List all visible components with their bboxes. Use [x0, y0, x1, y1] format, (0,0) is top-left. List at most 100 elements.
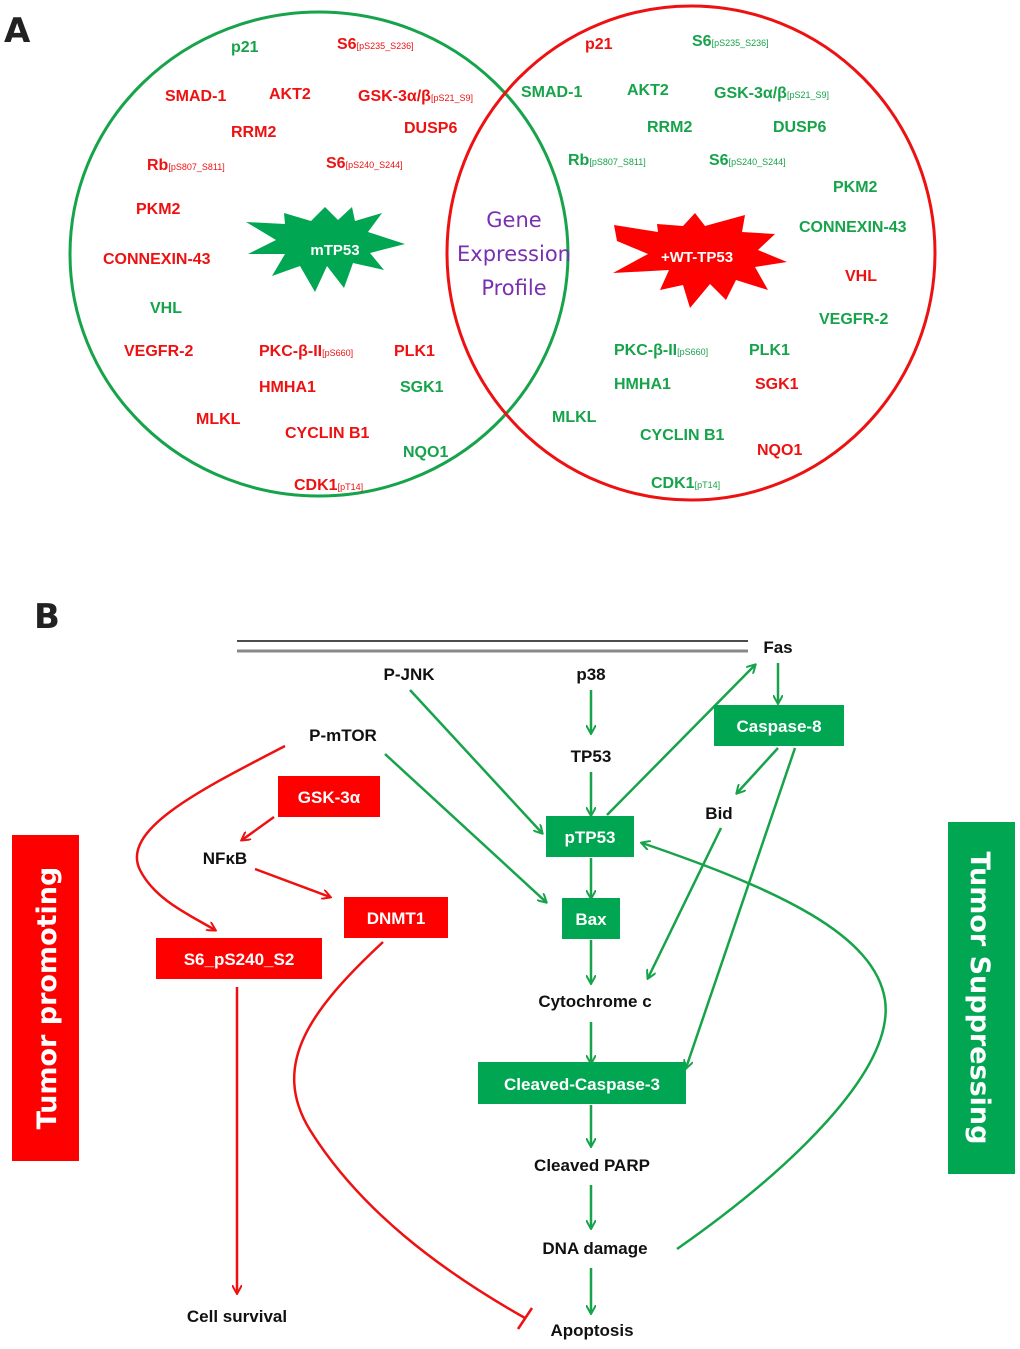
gene-name: PKM2 — [833, 179, 878, 196]
node-tp53: TP53 — [571, 747, 612, 766]
gene-name: PLK1 — [749, 342, 790, 359]
left-gene-label: S6[pS240_S244] — [326, 155, 403, 172]
gene-name: DUSP6 — [404, 120, 457, 137]
gene-name: AKT2 — [627, 82, 669, 99]
node-cleaved-caspase3-box — [478, 1062, 686, 1104]
node-cleaved-parp: Cleaved PARP — [534, 1156, 650, 1175]
node-bax-box — [562, 898, 620, 939]
right-gene-label: PLK1 — [749, 342, 790, 359]
left-gene-list: p21 S6[pS235_S236] SMAD-1 AKT2 GSK-3α/β[pS21… — [103, 36, 473, 494]
edge-nfkb-dnmt1 — [254, 867, 330, 897]
right-gene-label: VEGFR-2 — [819, 311, 888, 328]
edge-caspase8-bid — [737, 747, 779, 793]
right-gene-label: DUSP6 — [773, 119, 826, 136]
gene-phospho-site: [pS235_S236] — [357, 41, 414, 51]
gene-name: HMHA1 — [259, 379, 316, 396]
node-p-mtor: P-mTOR — [309, 726, 377, 745]
gene-name: HMHA1 — [614, 376, 671, 393]
left-gene-label: S6[pS235_S236] — [337, 36, 414, 53]
left-gene-label: p21 — [231, 39, 259, 56]
node-apoptosis: Apoptosis — [550, 1321, 633, 1340]
right-gene-label: S6[pS240_S244] — [709, 152, 786, 169]
right-gene-label: HMHA1 — [614, 376, 671, 393]
gene-name: PLK1 — [394, 343, 435, 360]
pathway-nodes: Fas P-JNK p38 P-mTOR TP53 Caspase-8 GSK-… — [156, 638, 844, 1340]
gene-phospho-site: [pS21_S9] — [787, 90, 829, 100]
right-gene-label: PKC-β-II[pS660] — [614, 342, 708, 359]
gene-name: CONNEXIN-43 — [103, 251, 211, 268]
center-label-line3: Profile — [481, 276, 546, 300]
venn-circle-wt-tp53 — [445, 4, 937, 502]
edge-dnmt1-apoptosis-inhibition — [293, 941, 526, 1320]
node-p-jnk: P-JNK — [383, 665, 435, 684]
left-gene-label: DUSP6 — [404, 120, 457, 137]
tumor-promoting-text: Tumor promoting — [32, 867, 63, 1130]
gene-name: RRM2 — [647, 119, 692, 136]
edge-caspase8-cleaved-caspase3 — [686, 747, 797, 1068]
tumor-promoting-box — [12, 835, 79, 1161]
gene-name: S6 — [337, 36, 357, 53]
gene-name: CONNEXIN-43 — [799, 219, 907, 236]
gene-name: Rb — [147, 157, 169, 174]
left-gene-label: GSK-3α/β[pS21_S9] — [358, 88, 473, 105]
tumor-promoting-label: Tumor promoting — [12, 835, 79, 1161]
right-gene-label: VHL — [845, 268, 877, 285]
left-gene-label: NQO1 — [403, 444, 448, 461]
gene-name: VEGFR-2 — [124, 343, 193, 360]
edge-pjnk-ptp53 — [409, 689, 542, 833]
gene-phospho-site: [pS807_S811] — [168, 162, 224, 172]
gene-name: SGK1 — [400, 379, 444, 396]
node-dna-damage: DNA damage — [542, 1239, 647, 1258]
edge-pmtor-bax — [384, 753, 546, 902]
gene-phospho-site: [pS660] — [322, 348, 353, 358]
left-gene-label: MLKL — [196, 411, 241, 428]
right-gene-label: SMAD-1 — [521, 84, 582, 101]
venn-circle-mtp53 — [68, 10, 570, 498]
right-gene-label: AKT2 — [627, 82, 669, 99]
venn-diagram: Gene Expression Profile mTP53 +WT-TP53 p… — [68, 4, 937, 502]
right-gene-label: CYCLIN B1 — [640, 427, 725, 444]
node-fas: Fas — [763, 638, 792, 657]
left-gene-label: SGK1 — [400, 379, 444, 396]
gene-name: GSK-3α/β — [714, 85, 787, 102]
right-gene-label: NQO1 — [757, 442, 802, 459]
node-s6-box — [156, 938, 322, 979]
gene-name: NQO1 — [403, 444, 448, 461]
node-dnmt1: DNMT1 — [367, 909, 426, 928]
starburst-icon — [246, 207, 405, 292]
pathway-edges-red — [135, 744, 534, 1330]
tumor-suppressing-label: Tumor Suppressing — [948, 822, 1015, 1174]
edge-dna-damage-ptp53 — [642, 843, 887, 1251]
left-gene-label: HMHA1 — [259, 379, 316, 396]
left-gene-label: PLK1 — [394, 343, 435, 360]
right-gene-label: CDK1[pT14] — [651, 475, 720, 492]
inhibition-bar — [516, 1307, 534, 1330]
left-gene-label: PKC-β-II[pS660] — [259, 343, 353, 360]
panel-a-label: A — [4, 11, 31, 51]
node-gsk3a-box — [278, 776, 380, 817]
pathway-edges-green — [384, 663, 887, 1313]
node-s6: S6_pS240_S2 — [184, 950, 295, 969]
node-caspase8-box — [714, 705, 844, 746]
gene-name: DUSP6 — [773, 119, 826, 136]
gene-name: PKC-β-II — [614, 342, 677, 359]
gene-name: SGK1 — [755, 376, 799, 393]
left-gene-label: CONNEXIN-43 — [103, 251, 211, 268]
gene-name: SMAD-1 — [521, 84, 582, 101]
gene-name: AKT2 — [269, 86, 311, 103]
gene-name: p21 — [231, 39, 259, 56]
node-caspase8: Caspase-8 — [736, 717, 821, 736]
gene-name: Rb — [568, 152, 590, 169]
gene-name: SMAD-1 — [165, 88, 226, 105]
tumor-suppressing-box — [948, 822, 1015, 1174]
node-ptp53-box — [546, 816, 634, 857]
left-gene-label: AKT2 — [269, 86, 311, 103]
gene-name: MLKL — [552, 409, 597, 426]
edge-bid-cytochrome-c — [648, 827, 723, 978]
gene-phospho-site: [pS235_S236] — [712, 38, 769, 48]
gene-name: GSK-3α/β — [358, 88, 431, 105]
gene-name: RRM2 — [231, 124, 276, 141]
star-wt-tp53: +WT-TP53 — [613, 213, 787, 308]
node-dnmt1-box — [344, 897, 448, 938]
